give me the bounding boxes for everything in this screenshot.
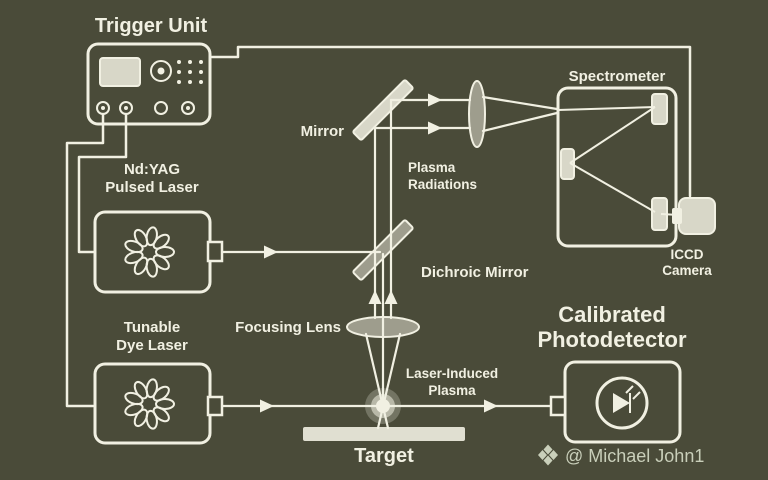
dye-label-line1: Tunable: [124, 319, 180, 336]
target-bar: [303, 427, 465, 441]
labels: Trigger Unit Nd:YAG Pulsed Laser Tunable…: [95, 15, 712, 467]
photodiode-arrow-1: [625, 385, 634, 394]
iccd-camera-body: [678, 197, 716, 235]
photodetector-label-line1: Calibrated: [558, 302, 666, 327]
spectrometer-internal-beam-2: [569, 106, 656, 164]
plasma-radiations-label-line2: Radiations: [408, 177, 477, 192]
watermark: @ Michael John1: [538, 444, 704, 466]
watermark-text: @ Michael John1: [565, 446, 704, 466]
spectrometer-internal-beam-1: [557, 106, 656, 111]
dye-label-line2: Dye Laser: [116, 337, 188, 354]
optics: [303, 79, 486, 441]
spectrometer-mirror-bottom: [651, 197, 668, 231]
radiation-arrow-upper-icon: [428, 93, 442, 107]
ndyag-laser: [93, 210, 224, 294]
flash-lamp-icon: [122, 225, 175, 279]
trigger-knob-dot: [157, 67, 165, 75]
laser-induced-plasma-label-line2: Plasma: [428, 383, 476, 398]
collimating-lens: [468, 80, 486, 148]
laser-induced-plasma: [376, 399, 390, 413]
dichroic-mirror-label: Dichroic Mirror: [421, 264, 529, 281]
photodiode-arrow-2: [632, 391, 641, 400]
plasma-ray-arrow-right-icon: [384, 290, 398, 304]
trigger-unit-box: [86, 42, 212, 126]
spectrometer-entry-ray-lower: [481, 111, 559, 133]
focusing-lens: [346, 316, 420, 338]
spectrometer-box: [556, 86, 678, 248]
ndyag-beam-arrow-icon: [264, 245, 278, 259]
trigger-knob: [150, 60, 172, 82]
ndyag-label-line2: Pulsed Laser: [105, 179, 199, 196]
trigger-unit-label: Trigger Unit: [95, 15, 208, 37]
plasma-radiations-label-line1: Plasma: [408, 160, 456, 175]
focusing-lens-label: Focusing Lens: [235, 319, 341, 336]
trigger-unit: [86, 42, 212, 126]
dye-laser-box: [93, 362, 212, 445]
spectrometer-internal-beam-3: [569, 162, 656, 213]
laser-induced-plasma-label-line1: Laser-Induced: [406, 366, 498, 381]
trigger-screen: [99, 57, 141, 87]
ndyag-output-port: [206, 240, 224, 263]
photodetector-input-port: [549, 395, 567, 417]
watermark-diamond-icon: [538, 444, 558, 466]
spectrometer: [556, 86, 678, 248]
dye-output-port: [206, 395, 224, 417]
spectrometer-label: Spectrometer: [569, 68, 666, 85]
spectrometer-entry-ray-upper: [481, 95, 559, 111]
trigger-wires: [65, 45, 692, 408]
iccd-camera: [672, 197, 716, 235]
target-label: Target: [354, 445, 414, 467]
ndyag-label-line1: Nd:YAG: [124, 161, 180, 178]
iccd-label-line2: Camera: [662, 263, 712, 278]
plasma-ray-arrow-left-icon: [368, 290, 382, 304]
dye-laser: [93, 362, 224, 445]
photodiode-triangle: [613, 393, 630, 413]
dichroic-mirror: [352, 219, 414, 281]
iccd-label-line1: ICCD: [671, 247, 704, 262]
trigger-dot-grid: [177, 60, 203, 84]
dye-beam-arrow-icon: [260, 399, 274, 413]
ndyag-laser-box: [93, 210, 212, 294]
wire-trigger-to-iccd: [210, 45, 692, 198]
trigger-connectors: [96, 101, 195, 115]
spectrometer-grating: [560, 148, 575, 180]
mirror: [352, 79, 414, 141]
detector-beam-arrow-icon: [484, 399, 498, 413]
flash-lamp-icon: [122, 377, 175, 431]
photodiode-icon: [595, 376, 649, 430]
spectrometer-mirror-top: [651, 93, 668, 125]
wire-trigger-to-dye-laser: [65, 112, 105, 408]
photodetector-label-line2: Photodetector: [537, 327, 687, 352]
photodetector: [549, 360, 682, 444]
radiation-arrow-lower-icon: [428, 121, 442, 135]
wire-trigger-to-ndyag-laser: [77, 112, 128, 254]
mirror-label: Mirror: [301, 123, 345, 140]
